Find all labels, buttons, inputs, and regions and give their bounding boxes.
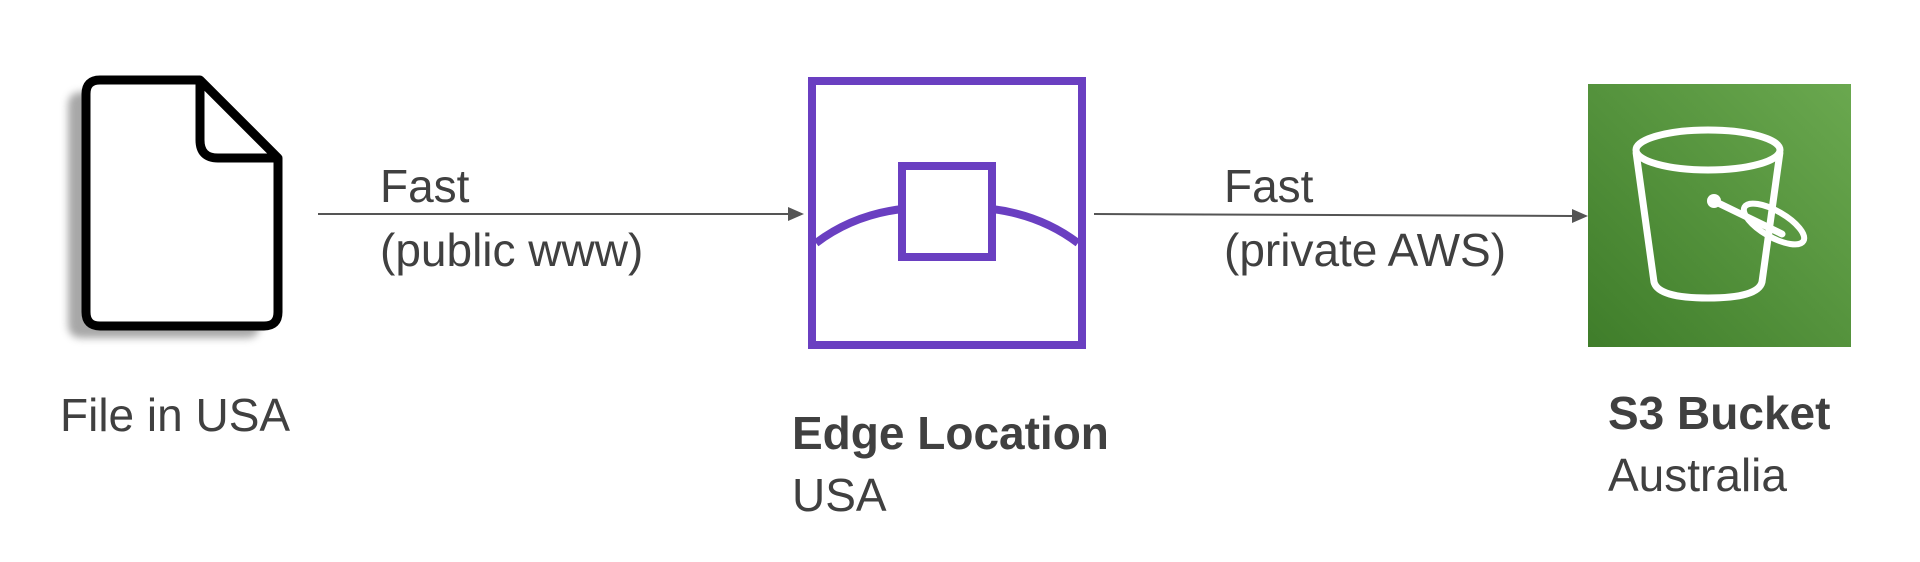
edge-label-public: Fast (public www) — [380, 154, 643, 282]
s3-bucket-title: S3 Bucket — [1608, 387, 1831, 439]
edge-label-public-line2: (public www) — [380, 224, 644, 276]
s3-bucket-subtitle: Australia — [1608, 449, 1787, 501]
document-icon — [68, 75, 283, 338]
file-label: File in USA — [60, 389, 291, 441]
edge-location-label: Edge Location USA — [792, 402, 1109, 526]
edge-label-private: Fast (private AWS) — [1224, 154, 1506, 282]
s3-bucket-label: S3 Bucket Australia — [1608, 382, 1830, 506]
edge-label-public-line1: Fast — [380, 160, 470, 212]
edge-label-private-line2: (private AWS) — [1224, 224, 1507, 276]
arrow-file-to-edge — [318, 207, 804, 221]
edge-label-private-line1: Fast — [1224, 160, 1314, 212]
arrow-edge-to-bucket — [1093, 209, 1588, 223]
cloudfront-edge-location-icon — [808, 77, 1086, 349]
s3-bucket-icon — [1588, 84, 1851, 347]
edge-location-subtitle: USA — [792, 469, 887, 521]
edge-location-title: Edge Location — [792, 407, 1109, 459]
